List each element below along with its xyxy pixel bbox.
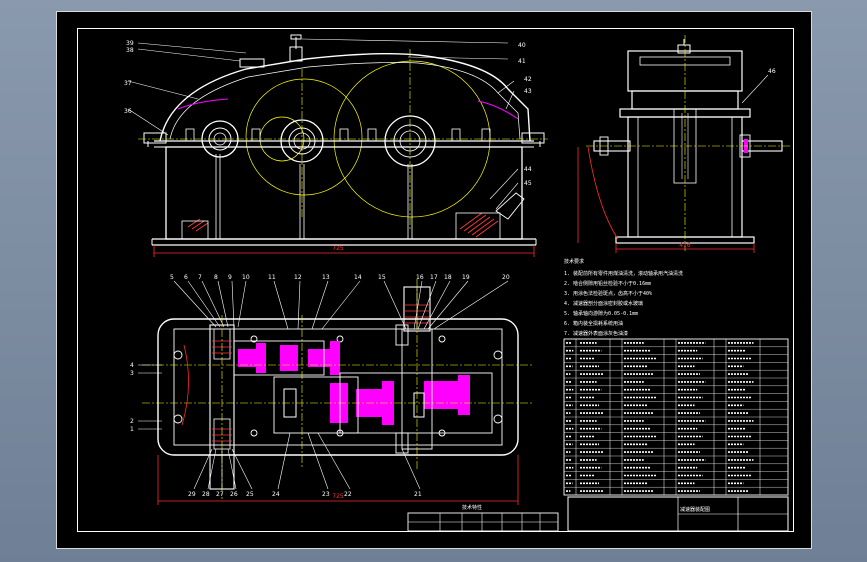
callout-36: 36	[124, 108, 132, 115]
technical-notes: 技术要求 1. 装配前所有零件用煤油清洗，滚动轴承用汽油清洗 2. 啮合侧隙用铅…	[564, 258, 683, 337]
callout-27: 27	[216, 491, 224, 498]
callout-23: 23	[322, 491, 330, 498]
callout-45: 45	[524, 180, 532, 187]
callout-1: 1	[130, 426, 134, 433]
callout-40: 40	[518, 42, 526, 49]
callout-4: 4	[130, 362, 134, 369]
notes-heading: 技术要求	[564, 258, 584, 265]
spec-table-heading: 技术特性	[462, 504, 482, 511]
callout-44: 44	[524, 166, 532, 173]
spec-table: 技术特性	[407, 504, 559, 532]
callout-9: 9	[228, 274, 232, 281]
callout-15: 15	[378, 274, 386, 281]
callout-38: 38	[126, 47, 134, 54]
front-view: 725 39 38 37 36 40	[124, 34, 548, 257]
callout-28: 28	[202, 491, 210, 498]
callout-10: 10	[242, 274, 250, 281]
callout-22: 22	[344, 491, 352, 498]
plan-view-dimension: 725	[332, 493, 344, 500]
callout-5: 5	[170, 274, 174, 281]
callout-24: 24	[272, 491, 280, 498]
callout-26: 26	[230, 491, 238, 498]
callout-46: 46	[768, 68, 776, 75]
front-view-dimension: 725	[332, 245, 344, 252]
callout-43: 43	[524, 88, 532, 95]
gear-web-2	[280, 345, 298, 371]
notes-line-2: 2. 啮合侧隙用铅丝检验不小于0.16mm	[564, 280, 651, 287]
callout-16: 16	[416, 274, 424, 281]
callout-19: 19	[462, 274, 470, 281]
title-block: 减速器装配图	[567, 496, 789, 532]
callout-25: 25	[246, 491, 254, 498]
callout-14: 14	[354, 274, 362, 281]
callout-13: 13	[322, 274, 330, 281]
callout-3: 3	[130, 370, 134, 377]
callout-18: 18	[444, 274, 452, 281]
gear-web-1	[238, 349, 256, 367]
plan-housing-outline	[157, 318, 519, 456]
callout-7: 7	[198, 274, 202, 281]
callout-41: 41	[518, 58, 526, 65]
callout-11: 11	[268, 274, 276, 281]
drawing-sheet-frame: 725 39 38 37 36 40	[77, 28, 794, 532]
callout-21: 21	[414, 491, 422, 498]
title-block-heading: 减速器装配图	[680, 506, 710, 513]
parts-list-table	[563, 338, 789, 496]
callout-12: 12	[294, 274, 302, 281]
callout-2: 2	[130, 418, 134, 425]
side-view-dimension: 416	[679, 242, 691, 249]
notes-line-3: 3. 用涂色法检验斑点，齿高不小于40%	[564, 290, 652, 297]
notes-line-7: 7. 减速器外表面涂灰色油漆	[564, 330, 628, 337]
assembly-drawing: 725 39 38 37 36 40	[124, 34, 790, 532]
callout-29: 29	[188, 491, 196, 498]
callout-42: 42	[524, 76, 532, 83]
notes-line-6: 6. 箱内装全损耗系统用油	[564, 320, 623, 327]
callout-37: 37	[124, 80, 132, 87]
callout-39: 39	[126, 40, 134, 47]
side-view: 416 46	[577, 35, 790, 253]
notes-line-1: 1. 装配前所有零件用煤油清洗，滚动轴承用汽油清洗	[564, 270, 683, 277]
callout-20: 20	[502, 274, 510, 281]
notes-line-4: 4. 减速器剖分面涂密封胶或水玻璃	[564, 300, 643, 307]
housing-cover-outline	[159, 52, 531, 142]
callout-8: 8	[214, 274, 218, 281]
callout-6: 6	[184, 274, 188, 281]
cad-viewport[interactable]: 725 39 38 37 36 40	[56, 11, 812, 549]
notes-line-5: 5. 轴承轴向游隙为0.05-0.1mm	[564, 310, 638, 317]
gear-web-4	[424, 381, 458, 409]
callout-17: 17	[430, 274, 438, 281]
plan-view: 725	[130, 274, 534, 505]
